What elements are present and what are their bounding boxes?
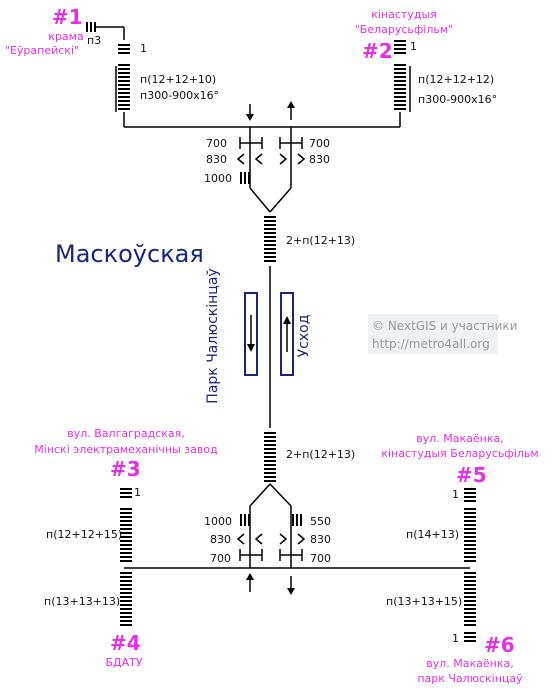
top-left-stair-label-2: п300-900х16° [140, 89, 219, 102]
top-right-stair-label-1: п(12+12+12) [418, 73, 494, 86]
top-platform-stairs [264, 214, 276, 264]
exit-3-desc-2: Мінскі электрамеханічны завод [34, 443, 218, 456]
exit-4-desc-1: БДАТУ [105, 656, 142, 669]
copyright-bg [368, 314, 498, 354]
exit-2-stair-label: 1 [410, 40, 417, 53]
bottom-gate-left-3: 700 [210, 552, 231, 565]
exit-1-top-stair-label: п3 [87, 34, 101, 47]
bottom-gate-left-2: 830 [210, 533, 231, 546]
exit-5-number: #5 [456, 463, 487, 487]
exit-6-stairs [464, 572, 476, 644]
exit-6-stair-label: 1 [452, 632, 459, 645]
exit-1-stair-label: 1 [140, 42, 147, 55]
exit-1-top-stair [86, 22, 125, 40]
bottom-stair4-label: п(13+13+13) [44, 595, 120, 608]
exit-1-number: #1 [52, 5, 83, 29]
top-gate-left-2: 830 [206, 153, 227, 166]
exit-2-desc-1: кінастудыя [371, 8, 437, 21]
platform-left-label: Парк Чалюскінцаў [205, 268, 221, 403]
station-name: Маскоўская [55, 240, 204, 268]
platform-right-label: Усход [296, 315, 312, 358]
top-merge [249, 187, 292, 213]
exit-6-number: #6 [484, 633, 515, 657]
bottom-gate-right-1: 550 [310, 515, 331, 528]
top-right-stair-label-2: п300-900х16° [418, 93, 497, 106]
bottom-gate-left-1: 1000 [204, 515, 232, 528]
top-gate-left-1: 700 [206, 137, 227, 150]
top-left-stair-label-1: п(12+12+10) [140, 73, 216, 86]
exit-4-number: #4 [110, 631, 141, 655]
exit-5-desc-2: кінастудыя Беларусьфільм [381, 447, 538, 460]
exit-6-desc-2: парк Чалюскінцаў [417, 672, 523, 685]
bottom-platform-stairs [264, 430, 276, 482]
platform-tracks [244, 292, 294, 376]
exit-1-desc-1: крама [48, 30, 83, 43]
bottom-gate-right-3: 700 [310, 552, 331, 565]
exit-3-stairs [120, 486, 132, 564]
bottom-stair5-label: п(14+13) [406, 528, 459, 541]
top-down-stair-label: 2+п(12+13) [286, 234, 355, 247]
exit-3-desc-1: вул. Валгаградская, [67, 427, 185, 440]
exit-6-desc-1: вул. Макаёнка, [426, 657, 513, 670]
top-gates [236, 127, 306, 188]
exit-3-number: #3 [110, 457, 141, 481]
bottom-arrows [246, 573, 295, 595]
copyright-line-2: http://metro4all.org [372, 337, 490, 351]
top-gate-right-1: 700 [309, 137, 330, 150]
exit-5-stairs [464, 488, 476, 564]
exit-4-stairs [120, 572, 132, 628]
exit-2-desc-2: "Беларусьфільм" [355, 23, 454, 36]
exit-5-stair-label: 1 [452, 488, 459, 501]
bottom-stair3-label: п(12+12+15) [46, 528, 122, 541]
exit-2-number: #2 [362, 39, 393, 63]
top-arrows [246, 101, 295, 121]
top-gate-left-3: 1000 [204, 172, 232, 185]
platform-left-label-text: Парк Чалюскінцаў [205, 268, 221, 403]
bottom-stair6-label: п(13+13+15) [386, 595, 462, 608]
bottom-up-stair-label: 2+п(12+13) [286, 448, 355, 461]
exit-3-stair-label: 1 [134, 486, 141, 499]
copyright-line-1: © NextGIS и участники [372, 319, 517, 333]
bottom-gates [236, 514, 306, 561]
bottom-gate-right-2: 830 [310, 533, 331, 546]
exit-5-desc-1: вул. Макаёнка, [416, 432, 503, 445]
top-gate-right-2: 830 [309, 153, 330, 166]
exit-1-stairs [115, 42, 130, 127]
exit-1-desc-2: "Еўрапейскі" [5, 44, 79, 57]
exit-2-stairs [394, 40, 411, 127]
